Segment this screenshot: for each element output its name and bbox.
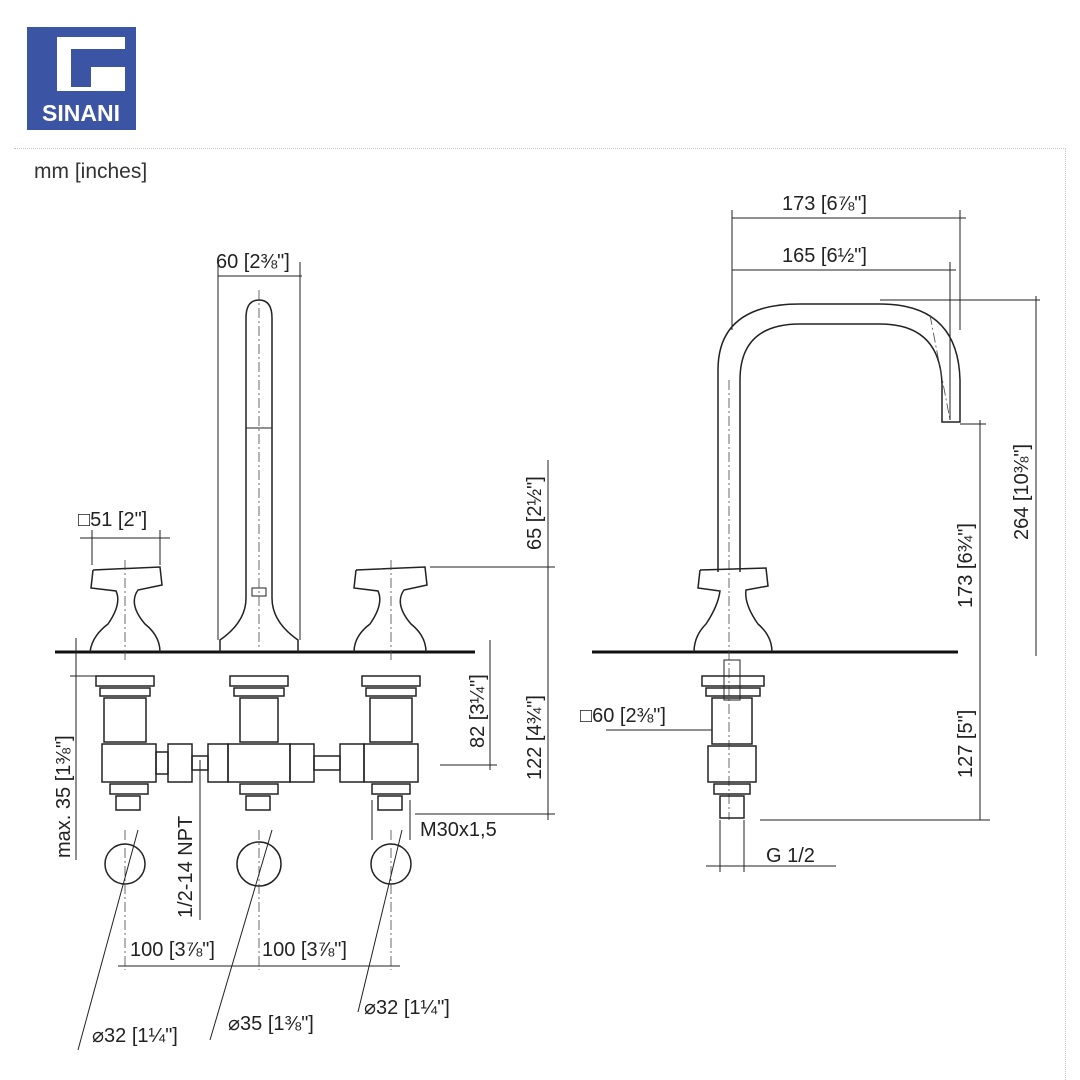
- front-dimension-lines: [70, 262, 555, 967]
- right-valve-body: [361, 675, 421, 811]
- dim-shank-connector: 82 [3¼"]: [467, 674, 489, 748]
- dim-spacing-left: 100 [3⅞"]: [130, 939, 215, 961]
- center-valve-body: [227, 675, 291, 811]
- dim-below-deck: 127 [5"]: [955, 710, 977, 778]
- dim-reach-outlet: 165 [6½"]: [782, 245, 867, 267]
- dim-hole-right: ⌀32 [1¼"]: [364, 997, 450, 1019]
- dim-spout-width: 60 [2⅜"]: [216, 251, 290, 273]
- center-spout: [219, 290, 299, 652]
- logo-text: SINANI: [42, 100, 120, 126]
- frame-border-right: [1065, 148, 1066, 1080]
- front-view: 60 [2⅜"] □51 [2"] 65 [2½"] 82 [3¼"] 122 …: [53, 251, 555, 1051]
- right-cross-handle: [353, 560, 428, 660]
- dim-handle-square: □51 [2"]: [78, 509, 147, 531]
- connector-hoses: [155, 743, 365, 783]
- logo-mark-icon: [57, 37, 125, 91]
- left-cross-handle: [89, 560, 163, 660]
- left-valve-body: [95, 675, 157, 811]
- sinani-logo: SINANI: [27, 27, 136, 130]
- dim-npt-thread: 1/2-14 NPT: [175, 816, 197, 918]
- gooseneck-spout: [717, 303, 961, 820]
- frame-border-top: [14, 148, 1066, 149]
- side-valve-body: [701, 659, 765, 819]
- side-dimension-lines: [606, 210, 1040, 872]
- dim-spacing-right: 100 [3⅞"]: [262, 939, 347, 961]
- dim-shank-total: 122 [4¾"]: [524, 695, 546, 780]
- mounting-holes: [77, 829, 412, 1051]
- units-label: mm [inches]: [34, 160, 148, 183]
- side-view: 173 [6⅞"] 165 [6½"] 264 [10⅜"] 173 [6¾"]…: [580, 193, 1040, 872]
- dim-nut-thread: M30x1,5: [420, 819, 497, 841]
- dim-hole-center: ⌀35 [1⅜"]: [228, 1013, 314, 1035]
- dim-hole-left: ⌀32 [1¼"]: [92, 1025, 178, 1047]
- dim-spout-height: 264 [10⅜"]: [1011, 444, 1033, 540]
- dim-flange-square: □60 [2⅜"]: [580, 705, 666, 727]
- dim-outlet-height: 173 [6¾"]: [955, 523, 977, 608]
- dim-deck-thickness: max. 35 [1⅜"]: [53, 735, 75, 858]
- dim-inlet-thread: G 1/2: [766, 845, 815, 867]
- side-handle: [693, 567, 773, 653]
- dim-handle-height: 65 [2½"]: [524, 476, 546, 550]
- dim-reach-total: 173 [6⅞"]: [782, 193, 867, 215]
